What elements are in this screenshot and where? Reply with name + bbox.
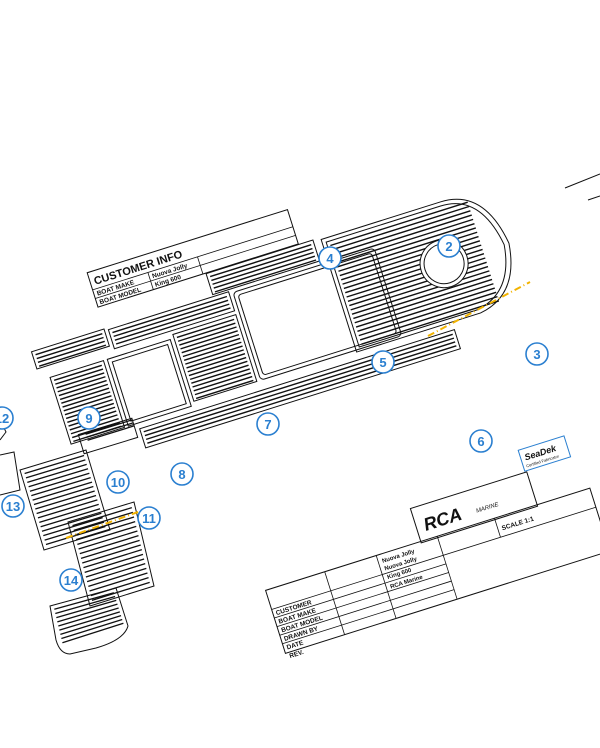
pad-10-grooves [24, 454, 106, 546]
piece-badge-4: 4 [318, 246, 342, 270]
piece-number-badges: 2 3 4 5 6 7 8 9 10 11 12 13 14 [0, 234, 549, 592]
tb-rev-label: REV. [289, 649, 305, 660]
piece-badge-12: 12 [0, 406, 14, 430]
piece-badge-label: 2 [445, 239, 452, 254]
piece-badge-label: 7 [264, 417, 271, 432]
bow-pad-inner [325, 203, 507, 348]
pad-5-inner [238, 253, 397, 375]
pad-8-grooves [53, 364, 122, 443]
piece-badge-label: 12 [0, 411, 9, 426]
mid-pad-grooves [176, 318, 254, 400]
piece-badge-2: 2 [437, 234, 461, 258]
piece-badge-label: 13 [6, 499, 20, 514]
piece-badge-label: 6 [477, 434, 484, 449]
mid-pad-outline [172, 314, 258, 402]
piece-badge-9: 9 [77, 406, 101, 430]
pad-5-outline [233, 248, 402, 380]
piece-badge-label: 8 [178, 467, 185, 482]
top-strip-grooves [35, 333, 107, 367]
pad-14-grooves [54, 592, 124, 644]
piece-badge-8: 8 [170, 462, 194, 486]
tb-scale: SCALE 1:1 [501, 515, 535, 532]
piece-badge-13: 13 [1, 494, 25, 518]
piece-badge-7: 7 [256, 412, 280, 436]
pad-11-outline [67, 501, 155, 607]
piece-badge-11: 11 [137, 506, 161, 530]
bow-pad-grooves [330, 201, 500, 345]
piece-badge-5: 5 [371, 350, 395, 374]
bow-pad-outline [320, 198, 512, 353]
pad-4-grooves [209, 244, 317, 293]
rca-logo-sub: MARINE [476, 502, 501, 515]
top-right-fragment [564, 173, 600, 201]
piece-badge-label: 5 [379, 355, 386, 370]
piece-badge-label: 9 [85, 411, 92, 426]
piece-badge-label: 3 [533, 347, 540, 362]
piece-badge-10: 10 [106, 470, 130, 494]
piece-badge-label: 10 [111, 475, 125, 490]
top-strip-outline [30, 328, 111, 370]
piece-badge-label: 11 [142, 511, 156, 526]
pad-8-outline [49, 359, 126, 445]
pad-9-grooves [85, 419, 135, 441]
center-strip-outline [107, 291, 236, 350]
piece-badge-14: 14 [59, 568, 83, 592]
pad-7-inner [111, 343, 187, 422]
pad-6-outline [139, 328, 462, 449]
piece-badge-3: 3 [525, 342, 549, 366]
side-centerline [65, 511, 139, 539]
pad-12-13-fragment [0, 451, 21, 496]
pad-6-grooves [143, 333, 457, 444]
pad-4-outline [205, 239, 321, 296]
pad-9-outline [77, 417, 139, 455]
seadek-logo: SeaDek Certified Fabricator [517, 435, 572, 472]
piece-badge-label: 14 [64, 573, 79, 588]
pad-7-outline [106, 338, 192, 427]
logo-box: RCA MARINE [409, 471, 539, 544]
bow-centerline [427, 281, 531, 337]
center-strip-grooves [112, 295, 231, 345]
piece-badge-6: 6 [469, 429, 493, 453]
pad-14-outline [49, 587, 129, 655]
piece-badge-label: 4 [326, 251, 334, 266]
